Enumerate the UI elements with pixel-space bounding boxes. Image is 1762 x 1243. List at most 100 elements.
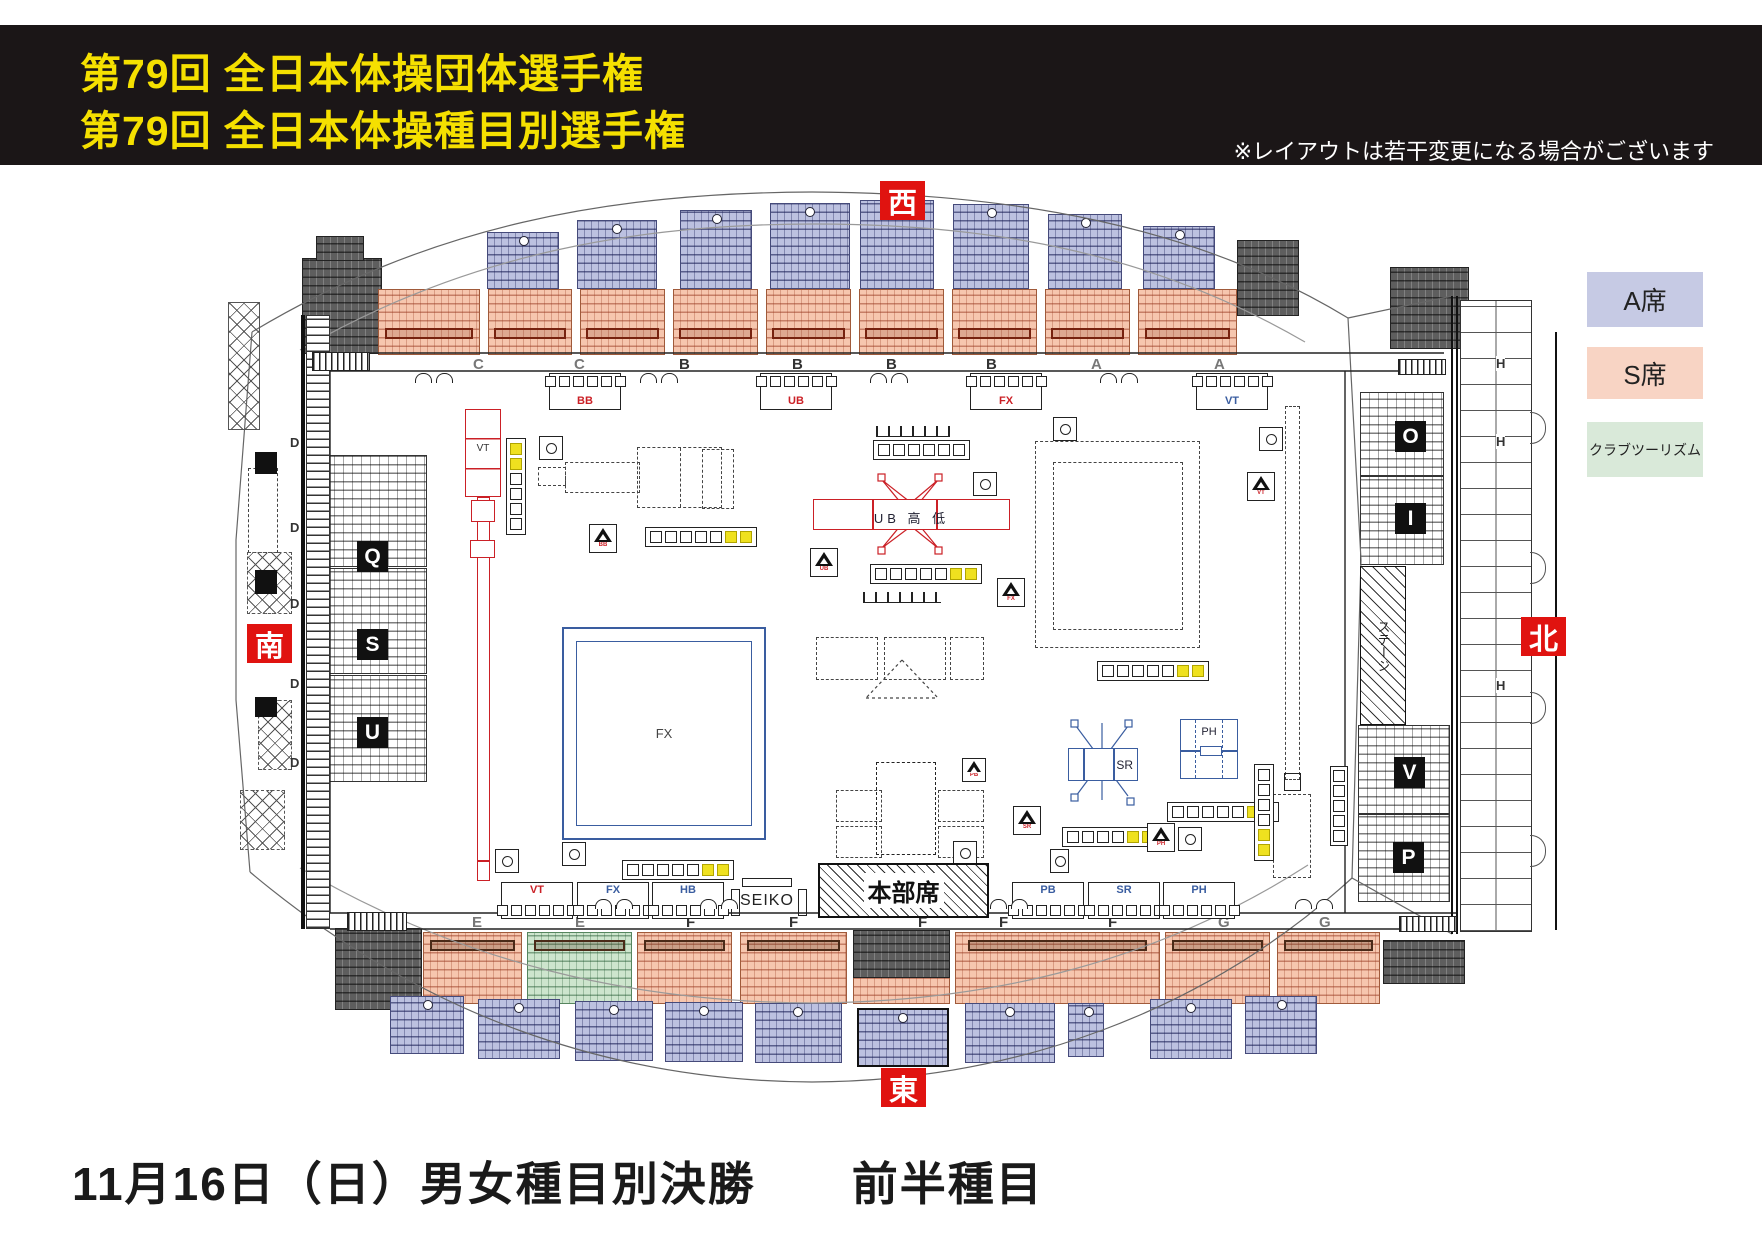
section-chip-o: O xyxy=(1395,421,1426,452)
title-line2: 第79回 全日本体操種目別選手権 xyxy=(80,108,686,154)
seating-a-bottom-7 xyxy=(1068,1003,1104,1057)
door-marks xyxy=(1295,899,1333,909)
row-letter: H xyxy=(1496,434,1506,449)
row-letter: B xyxy=(792,356,803,373)
seating-s-top-7 xyxy=(952,289,1037,355)
left-corridor xyxy=(306,315,330,929)
row-letter: B xyxy=(986,356,997,373)
equip-box-sr: SR xyxy=(1083,882,1165,919)
seating-s-top-8 xyxy=(1045,289,1130,355)
equip-label: PB xyxy=(1040,884,1056,896)
still-rings-label: SR xyxy=(1116,758,1133,772)
left-structure xyxy=(255,452,277,474)
pb-mat xyxy=(836,790,882,822)
judge-table-vertical xyxy=(1330,766,1348,846)
circle-marker xyxy=(1259,427,1283,451)
header-banner xyxy=(0,25,1762,165)
row-letter: F xyxy=(999,914,1009,931)
seating-s-top-2 xyxy=(488,289,572,355)
row-letter: H xyxy=(1496,678,1506,693)
equip-box-ub: UB xyxy=(755,373,837,410)
equip-label: BB xyxy=(577,395,593,407)
floor-exercise-label: FX xyxy=(655,726,673,741)
circle-marker xyxy=(562,842,586,866)
stairs-bottom-right xyxy=(1399,916,1457,932)
judge-table xyxy=(1097,661,1209,681)
camera-icon: PH xyxy=(1147,823,1175,852)
equip-box-ph: PH xyxy=(1158,882,1240,919)
circle-marker xyxy=(1053,417,1077,441)
podium-dashed-inner xyxy=(1053,462,1183,630)
seat-row xyxy=(876,426,950,437)
legend-club-tourism: クラブツーリズム xyxy=(1587,422,1703,477)
camera-icon: SR xyxy=(1013,806,1041,835)
podium-dashed xyxy=(1035,441,1200,648)
equip-box-vt-top: VT xyxy=(1191,373,1273,410)
seating-reserved-dark xyxy=(853,930,950,978)
equip-box-fx: FX xyxy=(572,882,654,919)
seating-s-bottom-6 xyxy=(1165,932,1270,1004)
seating-s-bottom-3 xyxy=(740,932,847,1004)
door-marks xyxy=(990,899,1028,909)
row-letter: D xyxy=(290,676,300,691)
door-marks xyxy=(415,373,453,383)
row-letter: D xyxy=(290,596,300,611)
equip-label: PH xyxy=(1191,884,1207,896)
row-letter: D xyxy=(290,755,300,770)
mat xyxy=(538,467,566,486)
warmup-board xyxy=(1284,773,1301,791)
pb-mat xyxy=(836,826,882,858)
pommel-horse-label: PH xyxy=(1201,726,1217,738)
door-marks xyxy=(640,373,678,383)
seating-s-top-4 xyxy=(673,289,758,355)
stairs-top-left xyxy=(312,352,370,371)
row-letter: F xyxy=(1108,914,1118,931)
pb-mat xyxy=(938,790,984,822)
direction-north: 北 xyxy=(1521,617,1566,656)
door-marks xyxy=(700,899,738,909)
section-chip-s: S xyxy=(357,629,388,660)
seating-s-bottom-5 xyxy=(955,932,1160,1004)
left-structure xyxy=(248,468,278,553)
equip-label: FX xyxy=(605,884,621,896)
seating-s-top-1 xyxy=(378,289,480,355)
equip-box-bb: BB xyxy=(544,373,626,410)
section-chip-i: I xyxy=(1395,503,1426,534)
pommel-horse: PH xyxy=(1180,719,1238,779)
stage-area: ステージ xyxy=(1360,566,1406,725)
equip-box-hb: HB xyxy=(647,882,729,919)
warmup-runway xyxy=(1285,406,1300,780)
circle-marker xyxy=(495,849,519,873)
row-letter: D xyxy=(290,435,300,450)
row-letter: G xyxy=(1218,914,1230,931)
judge-table-vertical xyxy=(1254,764,1274,861)
section-chip-v: V xyxy=(1394,757,1425,788)
pb-apparatus xyxy=(876,762,936,855)
row-letter: F xyxy=(918,914,928,931)
right-corridor-rooms xyxy=(1460,300,1532,932)
row-letter: H xyxy=(1496,356,1506,371)
circle-marker xyxy=(1050,849,1069,873)
circle-marker xyxy=(1178,827,1202,851)
section-chip-q: Q xyxy=(357,541,388,572)
row-letter: C xyxy=(473,356,484,373)
vault-table-box: VT xyxy=(465,409,501,497)
seating-upper-corner-far-right xyxy=(1390,267,1469,349)
row-letter: A xyxy=(1091,356,1102,373)
seiko-post xyxy=(798,889,807,916)
seating-a-bottom-9 xyxy=(1245,996,1317,1054)
vault-runway xyxy=(477,497,490,881)
seating-a-bottom-6 xyxy=(965,1003,1055,1063)
legend-a-seat: A席 xyxy=(1587,272,1703,327)
springboard xyxy=(471,500,495,522)
hb-mat xyxy=(816,637,878,680)
camera-icon: VT xyxy=(1247,472,1275,501)
equip-label: FX xyxy=(998,395,1014,407)
hb-mat xyxy=(884,637,946,680)
uneven-bars: UB 高 低 xyxy=(813,499,1010,530)
layout-disclaimer: ※レイアウトは若干変更になる場合がございます xyxy=(1233,139,1714,164)
camera-icon: FX xyxy=(997,578,1025,607)
stairs-bottom-left xyxy=(347,912,407,931)
legend-s-seat: S席 xyxy=(1587,347,1703,399)
judge-table xyxy=(873,440,970,460)
